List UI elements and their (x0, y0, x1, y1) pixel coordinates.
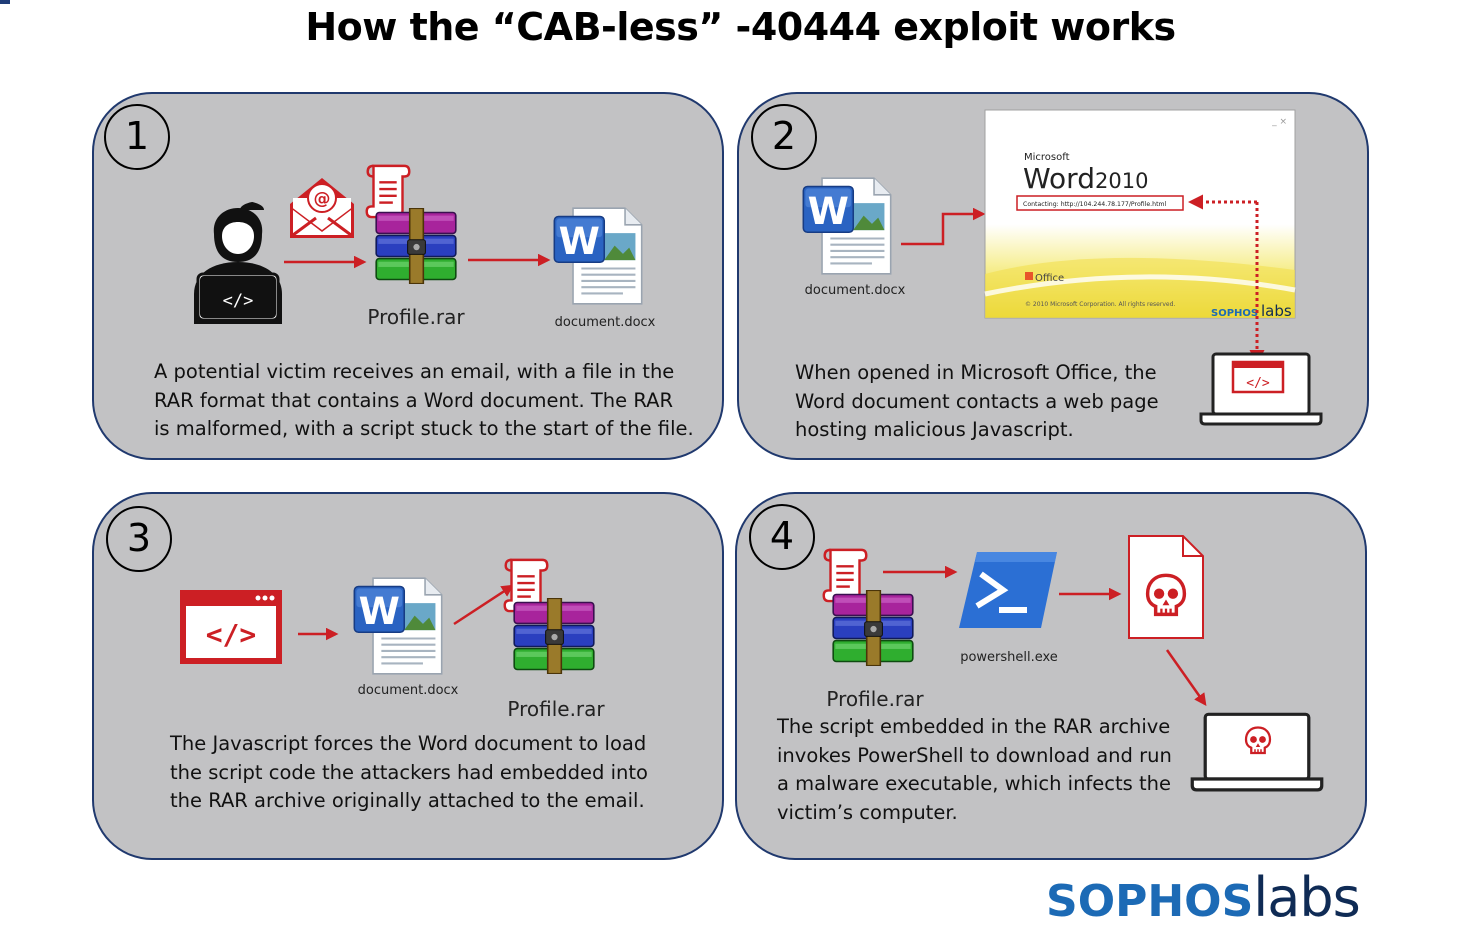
arrow (901, 207, 986, 246)
splash-watermark-a: SOPHOS (1211, 308, 1258, 319)
powershell-label: powershell.exe (960, 650, 1058, 665)
logo-part-1: SOPHOS (1046, 876, 1254, 927)
step-4-illustration: Profile.rar powershell.exe (822, 535, 1324, 792)
docx-label: document.docx (358, 683, 459, 698)
step-description: The script embedded in the RAR archive i… (777, 715, 1172, 824)
step-panel-1: 1 </> @ Profile.rar document.docx (92, 92, 724, 460)
rar-archive-icon (513, 598, 595, 674)
step-panel-3: 3 </> document.docx Profile.rar The Java… (92, 492, 724, 860)
step-3-illustration: </> document.docx Profile.rar (180, 558, 605, 721)
infected-laptop-icon (1190, 712, 1324, 792)
splash-product: Word (1023, 162, 1095, 195)
office-logo-icon (1025, 272, 1033, 280)
arrow (1165, 649, 1207, 707)
step-description: A potential victim receives an email, wi… (154, 360, 694, 440)
step-number: 4 (749, 504, 815, 570)
arrow (453, 584, 515, 626)
logo-part-2: labs (1253, 866, 1361, 929)
step-number: 1 (104, 104, 170, 170)
rar-label: Profile.rar (826, 687, 924, 711)
splash-office: Office (1035, 273, 1064, 284)
rar-archive-icon (375, 208, 457, 284)
hacker-icon: </> (194, 202, 282, 324)
step-number: 2 (751, 104, 817, 170)
rar-archive-icon (832, 590, 914, 666)
step-description: When opened in Microsoft Office, the Wor… (795, 361, 1159, 441)
email-icon: @ (290, 178, 354, 238)
splash-copyright: © 2010 Microsoft Corporation. All rights… (1025, 301, 1175, 308)
step-1-illustration: </> @ Profile.rar document.docx (194, 164, 656, 330)
script-scroll-icon (365, 164, 411, 219)
splash-contacting: Contacting: http://104.244.78.177/Profil… (1023, 201, 1167, 208)
splash-watermark-b: labs (1261, 302, 1292, 320)
svg-text:</>: </> (1246, 376, 1270, 391)
laptop-code-icon: </> (1199, 352, 1323, 426)
page-title: How the “CAB-less” -40444 exploit works (305, 5, 1176, 49)
script-scroll-icon (822, 548, 868, 603)
word-splash-screen: _ × Microsoft Word 2010 Contacting: http… (984, 109, 1296, 320)
step-panel-2: 2 document.docx _ × Microsoft Word 2010 (737, 92, 1369, 460)
window-controls: _ × (1271, 117, 1287, 127)
step-2-illustration: document.docx _ × Microsoft Word 2010 Co… (802, 109, 1323, 426)
step-panel-4: 4 Profile.rar powershell.exe The script … (735, 492, 1367, 860)
powershell-icon (959, 552, 1057, 628)
word-document-icon (802, 177, 892, 275)
svg-text:</>: </> (206, 618, 257, 651)
rar-label: Profile.rar (367, 305, 465, 329)
malware-file-icon (1128, 535, 1204, 639)
sophoslabs-logo: SOPHOSlabs (1046, 866, 1361, 929)
rar-label: Profile.rar (507, 697, 605, 721)
word-document-icon (353, 577, 443, 675)
word-document-icon (553, 207, 643, 305)
docx-label: document.docx (805, 283, 906, 298)
svg-text:</>: </> (223, 291, 254, 311)
svg-text:@: @ (314, 189, 331, 209)
splash-version: 2010 (1095, 169, 1148, 193)
corner-mark (0, 0, 10, 4)
browser-code-icon: </> (180, 590, 282, 664)
step-number: 3 (106, 506, 172, 572)
contacting-box (1016, 195, 1184, 211)
step-description: The Javascript forces the Word document … (170, 732, 648, 812)
splash-brand: Microsoft (1024, 152, 1070, 163)
docx-label: document.docx (555, 315, 656, 330)
